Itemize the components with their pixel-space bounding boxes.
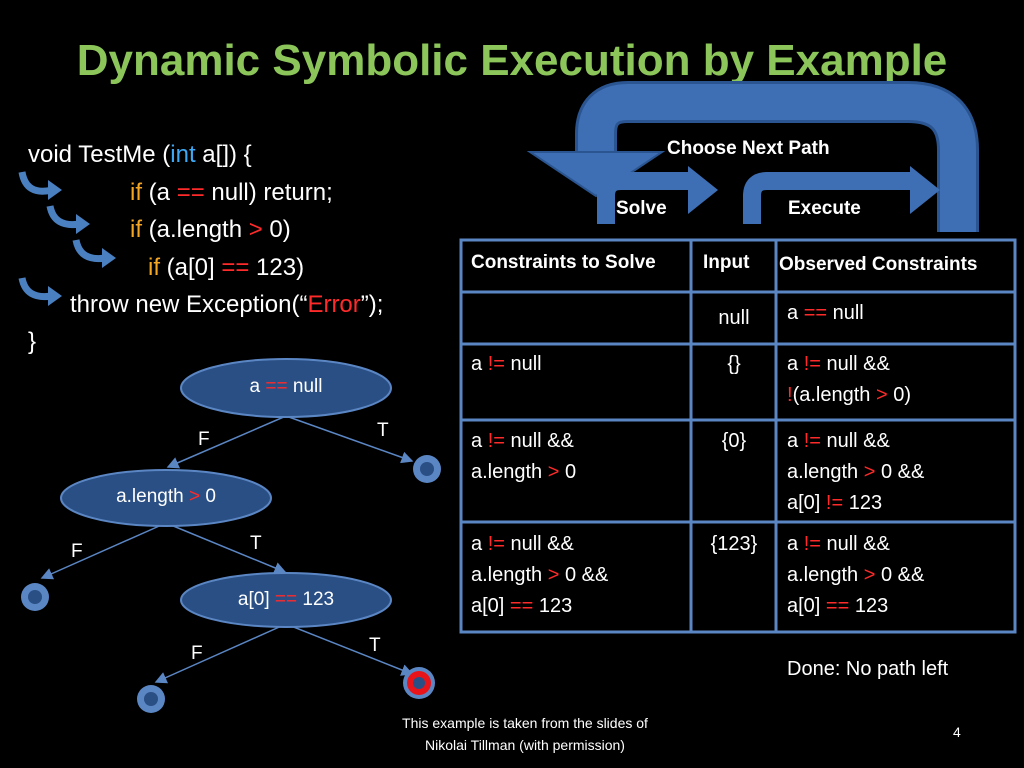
table-cell-constraints: a != null <box>471 349 542 380</box>
cell-line: a[0] == 123 <box>471 595 573 617</box>
table-cell-observed: a != null && a.length > 0 && a[0] == 123 <box>787 529 924 622</box>
tree-node-a-null-label: a == null <box>249 376 323 397</box>
code-jump-arrowheads <box>48 180 116 306</box>
cell-line: a.length > 0 && <box>787 461 925 483</box>
table-cell-constraints: a != null && a.length > 0 <box>471 426 576 488</box>
cell-line: !(a.length > 0) <box>787 384 911 406</box>
leaf-node-2 <box>21 583 49 611</box>
cell-line: a != null && <box>787 353 890 375</box>
edge-label-false-3: F <box>191 643 203 664</box>
table-cell-constraints: a != null && a.length > 0 && a[0] == 123 <box>471 529 608 622</box>
footer-credit: This example is taken from the slides of… <box>340 712 710 756</box>
tree-node-a-null <box>180 358 392 418</box>
footer-line-1: This example is taken from the slides of <box>402 715 648 731</box>
cell-line: a[0] == 123 <box>787 595 889 617</box>
code-line-6: } <box>28 328 37 355</box>
cell-line: a.length > 0 && <box>471 564 609 586</box>
table-cell-input: {} <box>727 353 741 375</box>
done-text: Done: No path left <box>787 658 949 680</box>
choose-next-path-arrow <box>526 81 979 232</box>
table-grid <box>459 238 1017 634</box>
table-cell-observed: a != null && !(a.length > 0) <box>787 349 911 411</box>
tree-node-length-label: a.length > 0 <box>116 486 216 507</box>
table-header-input: Input <box>703 252 750 273</box>
cell-line: a.length > 0 <box>471 461 577 483</box>
code-line-1: void TestMe (int a[]) { <box>28 141 252 168</box>
cell-line: a != null && <box>787 430 890 452</box>
edge-label-true-2: T <box>250 533 262 554</box>
table-cell-input: {123} <box>710 533 758 555</box>
footer-line-2: Nikolai Tillman (with permission) <box>425 737 625 753</box>
code-line-5: throw new Exception(“Error”); <box>70 291 384 318</box>
execute-label: Execute <box>788 198 861 219</box>
tree-node-a0-label: a[0] == 123 <box>237 589 335 610</box>
code-line-4: if (a[0] == 123) <box>148 254 305 281</box>
code-jump-arrows <box>18 171 107 301</box>
code-line-2: if (a == null) return; <box>130 179 333 206</box>
table-cell-input: null <box>718 307 750 329</box>
leaf-node-3 <box>137 685 165 713</box>
cell-line: a[0] != 123 <box>787 492 883 514</box>
edge-label-false-2: F <box>71 541 83 562</box>
tree-edges <box>40 415 414 684</box>
cell-line: a == null <box>787 302 864 324</box>
table-cell-observed: a != null && a.length > 0 && a[0] != 123 <box>787 426 924 519</box>
table-cell-input: {0} <box>721 430 747 452</box>
error-leaf-node <box>403 667 435 699</box>
execute-arrow <box>743 166 940 224</box>
tree-node-length <box>60 469 272 527</box>
solve-arrow <box>597 166 718 224</box>
leaf-node-1 <box>413 455 441 483</box>
cell-line: a.length > 0 && <box>787 564 925 586</box>
page-number: 4 <box>953 724 961 740</box>
table-header-observed: Observed Constraints <box>779 254 978 275</box>
edge-label-false-1: F <box>198 429 210 450</box>
cell-line: a != null && <box>471 533 574 555</box>
table-header-constraints: Constraints to Solve <box>471 252 656 273</box>
choose-next-path-label: Choose Next Path <box>667 138 830 159</box>
table-cell-observed: a == null <box>787 298 864 329</box>
cell-line: a != null && <box>787 533 890 555</box>
tree-node-a0 <box>180 572 392 628</box>
code-line-3: if (a.length > 0) <box>130 216 291 243</box>
cell-line: a != null && <box>471 430 574 452</box>
slide-title: Dynamic Symbolic Execution by Example <box>76 36 948 85</box>
type-keyword: int <box>170 141 196 168</box>
solve-label: Solve <box>616 198 667 219</box>
edge-label-true-3: T <box>369 635 381 656</box>
cell-line: a != null <box>471 353 542 375</box>
edge-label-true-1: T <box>377 420 389 441</box>
